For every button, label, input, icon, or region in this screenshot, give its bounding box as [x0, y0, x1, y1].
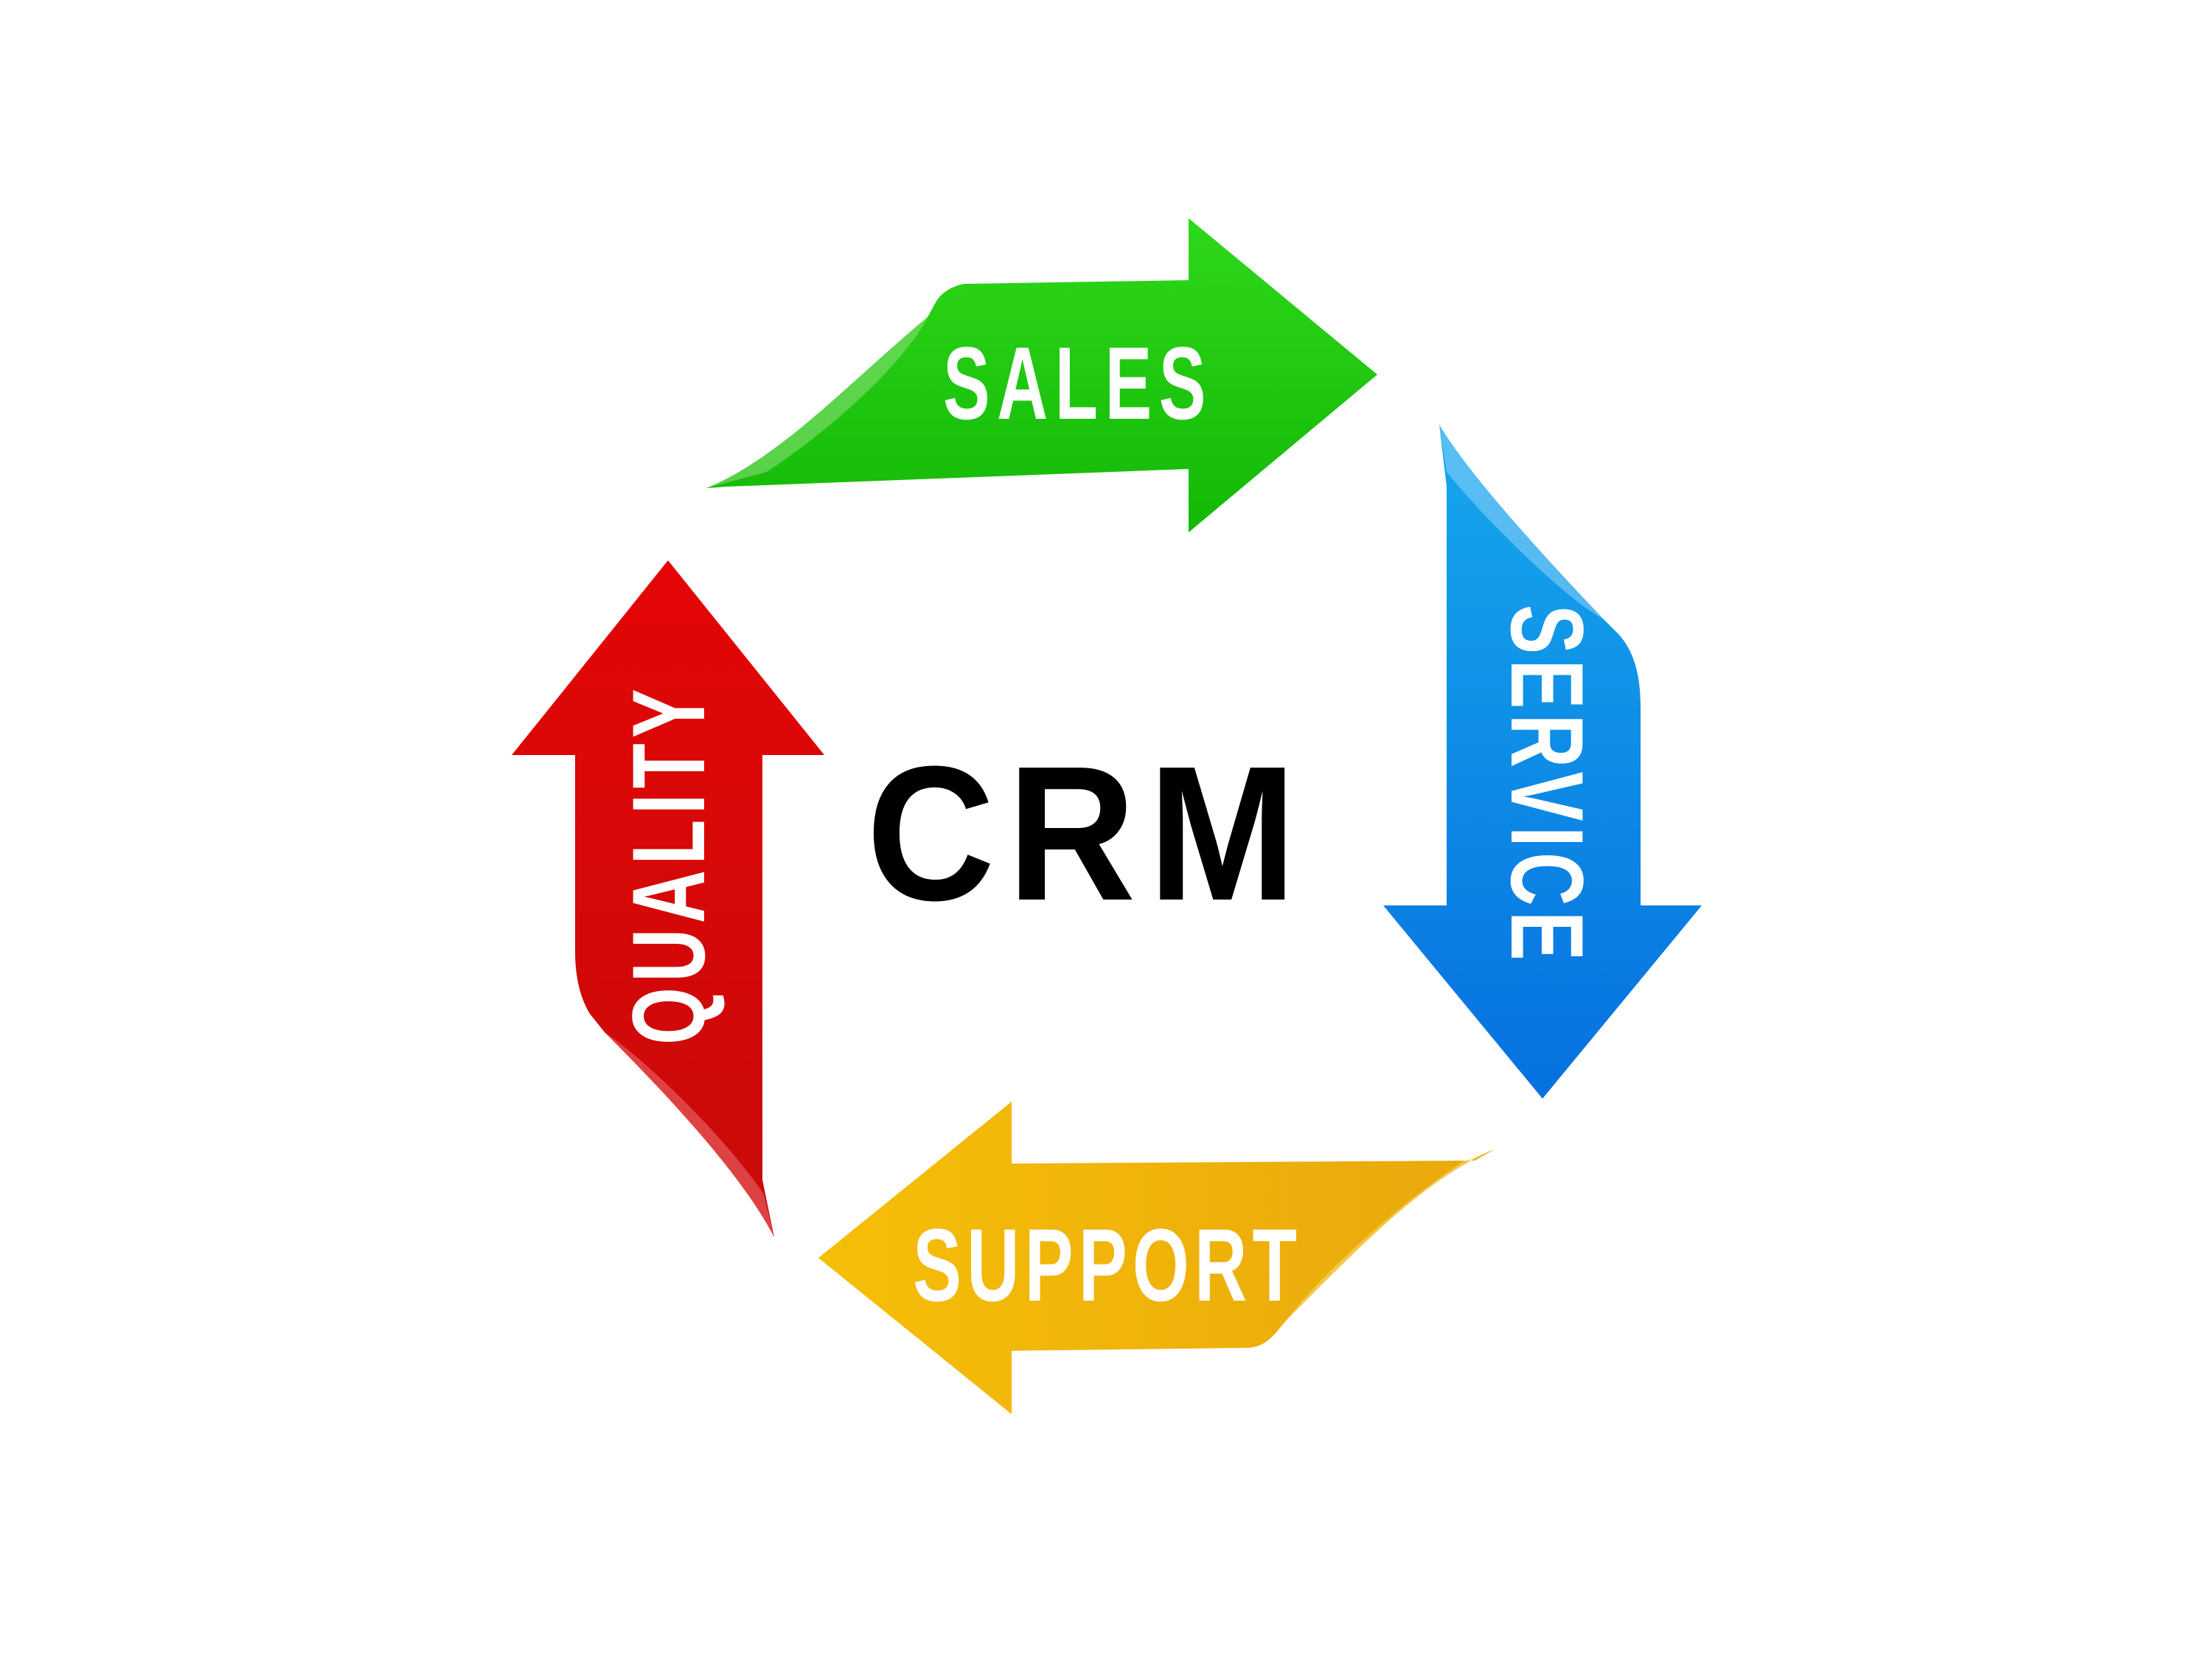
service-label: SERVICE — [1489, 605, 1605, 966]
crm-center-label: CRM — [866, 727, 1309, 941]
support-arrow-shape — [818, 1102, 1495, 1414]
support-arrow: SUPPORT — [818, 1102, 1495, 1414]
sales-arrow: SALES — [706, 218, 1377, 532]
support-label: SUPPORT — [913, 1207, 1302, 1323]
quality-arrow-shape — [512, 560, 824, 1237]
sales-label: SALES — [943, 325, 1213, 441]
service-arrow-shape — [1383, 425, 1702, 1099]
service-arrow: SERVICE — [1383, 425, 1702, 1099]
quality-arrow: QUALITY — [512, 560, 824, 1237]
sales-arrow-shape — [706, 218, 1377, 532]
quality-label: QUALITY — [611, 684, 726, 1045]
